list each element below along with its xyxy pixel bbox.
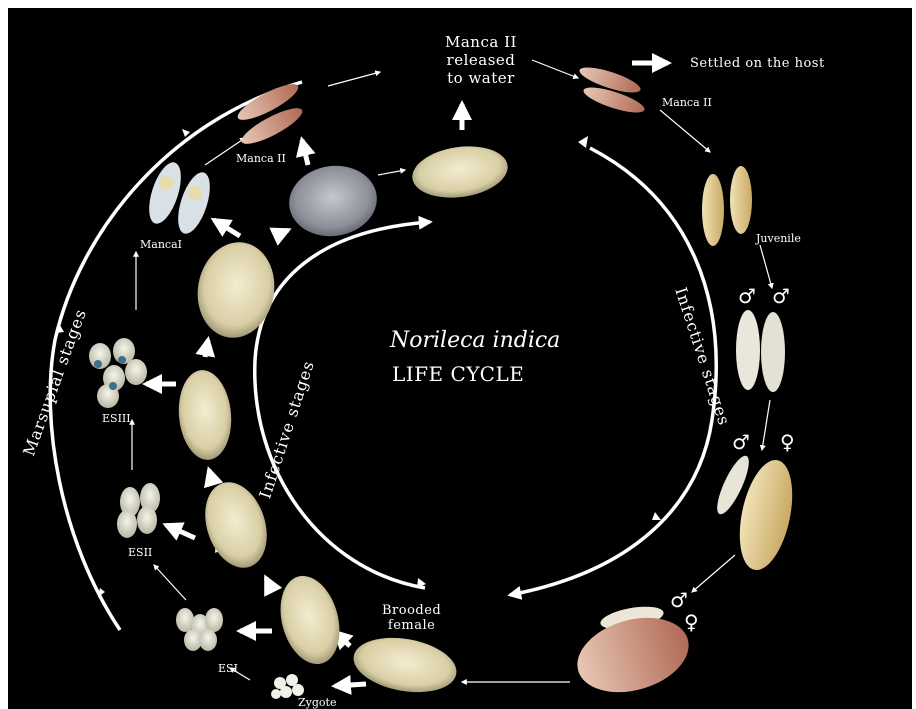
juvenile-label: Juvenile xyxy=(756,232,801,245)
brooding-female-5 xyxy=(285,160,382,242)
esii-embryos xyxy=(117,483,160,538)
manca-ii-released-label: Manca II released to water xyxy=(445,33,517,87)
settled-on-host-label: Settled on the host xyxy=(690,56,825,71)
infective-arc-right-tick xyxy=(652,512,661,520)
zygote-label: Zygote xyxy=(298,696,336,709)
male-symbol: ♂ xyxy=(732,432,750,452)
life-cycle-title: LIFE CYCLE xyxy=(392,362,524,386)
brooded-female-specimen xyxy=(349,630,460,699)
esiii-embryos xyxy=(89,338,147,408)
manca-ii-top-pair xyxy=(234,78,306,150)
female-symbol: ♀ xyxy=(684,612,699,632)
juvenile-pair xyxy=(702,166,752,246)
male-symbol: ♂ xyxy=(772,286,790,306)
species-name: Norileca indica xyxy=(390,328,560,353)
infective-arc-right xyxy=(510,148,716,595)
brooding-female-6 xyxy=(409,141,511,204)
male-pair xyxy=(736,310,785,392)
male-symbol: ♂ xyxy=(738,286,756,306)
brooding-female-4 xyxy=(190,236,282,344)
esi-embryos xyxy=(176,608,223,651)
manca-ii-right-label: Manca II xyxy=(662,96,712,109)
male-female-pair xyxy=(711,452,801,575)
esiii-label: ESIII xyxy=(102,412,131,425)
manca-ii-left-label: Manca II xyxy=(236,152,286,165)
manca-i-label: MancaI xyxy=(140,238,182,251)
esi-label: ESI xyxy=(218,662,238,675)
esii-label: ESII xyxy=(128,546,152,559)
brooded-female-label: Brooded female xyxy=(382,603,441,633)
brooding-female-3 xyxy=(175,368,235,462)
brooding-female-1 xyxy=(271,569,348,670)
manca-ii-right-pair xyxy=(577,63,647,118)
female-symbol: ♀ xyxy=(780,432,795,452)
male-symbol: ♂ xyxy=(670,590,688,610)
marsupial-arc-arrow-top xyxy=(182,129,190,137)
infective-arc-right-head xyxy=(578,136,588,148)
mating-adults xyxy=(569,603,698,705)
infective-arc-left xyxy=(255,222,430,588)
